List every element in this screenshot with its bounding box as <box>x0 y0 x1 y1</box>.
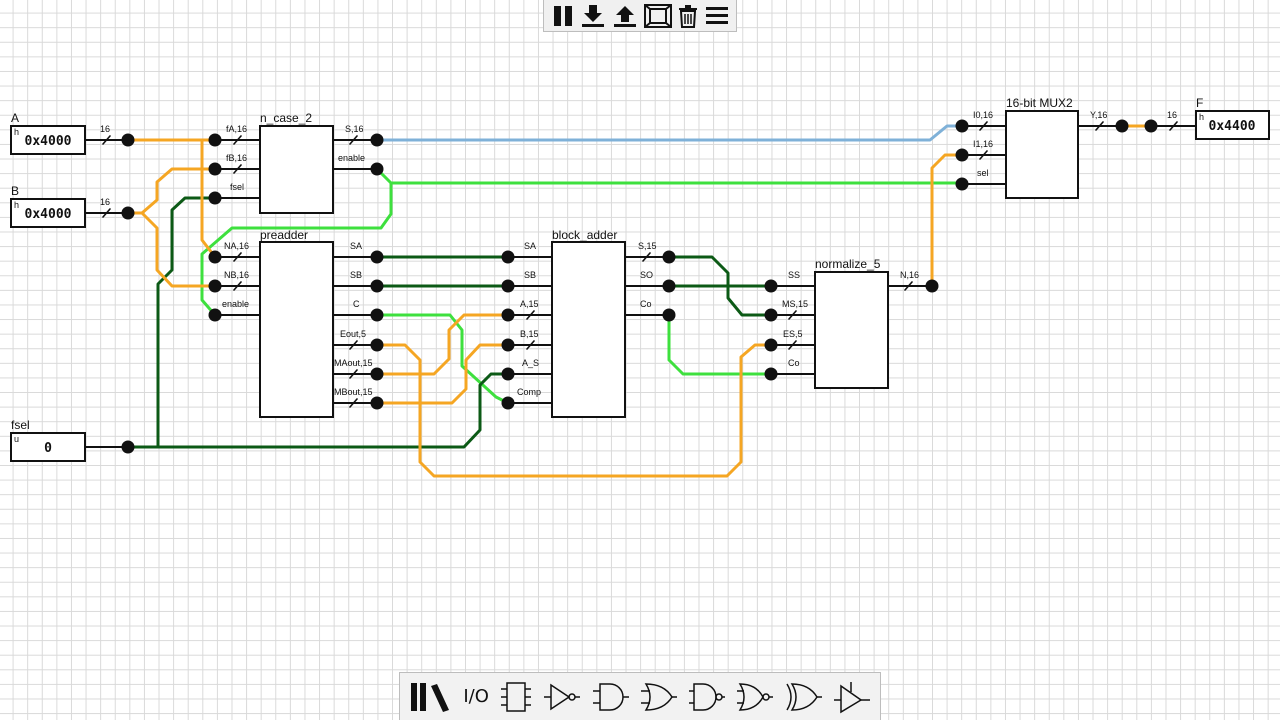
input-fsel[interactable]: fsel u 0 <box>10 418 86 462</box>
nand-gate-icon[interactable] <box>688 680 726 714</box>
pin-label: SA <box>524 241 536 251</box>
pin-label: MS,15 <box>782 299 808 309</box>
input-a-value[interactable]: 0x4000 <box>25 134 72 149</box>
block-preadder[interactable]: preadder NA,16 NB,16 enable SA SB C Eout… <box>222 228 373 418</box>
pin-label: enable <box>338 153 365 163</box>
output-f-radix: h <box>1199 112 1204 122</box>
io-button[interactable]: I/O <box>463 686 489 707</box>
block-adder-title: block_adder <box>552 228 617 242</box>
pin-label: Comp <box>517 387 541 397</box>
block-adder[interactable]: block_adder SA SB A,15 B,15 A_S Comp S,1… <box>517 228 657 418</box>
pin-label: A,15 <box>520 299 539 309</box>
input-b-name: B <box>11 184 19 198</box>
pin-label: MBout,15 <box>334 387 373 397</box>
nor-gate-icon[interactable] <box>736 680 774 714</box>
pin-label: NA,16 <box>224 241 249 251</box>
download-icon[interactable] <box>580 4 606 28</box>
block-mux[interactable]: 16-bit MUX2 I0,16 I1,16 sel Y,16 <box>973 96 1107 199</box>
wire-c-to-comp <box>375 313 510 405</box>
pin-label: Y,16 <box>1090 110 1107 120</box>
and-gate-icon[interactable] <box>592 680 630 714</box>
connection-dots <box>121 119 1158 454</box>
pin-label: A_S <box>522 358 539 368</box>
input-a-radix: h <box>14 127 19 137</box>
wire-ncase-s-to-mux-i0 <box>375 124 964 142</box>
input-a[interactable]: A h 0x4000 16 <box>10 111 110 155</box>
wire-fsel-main <box>126 372 510 449</box>
block-normalize-title: normalize_5 <box>815 257 881 271</box>
or-gate-icon[interactable] <box>640 680 678 714</box>
wire-co-to-normalize <box>667 313 773 376</box>
pin-label: MAout,15 <box>334 358 373 368</box>
pin-label: SA <box>350 241 362 251</box>
input-a-name: A <box>11 111 19 125</box>
input-b-value[interactable]: 0x4000 <box>25 207 72 222</box>
pin-label: N,16 <box>900 270 919 280</box>
upload-icon[interactable] <box>612 4 638 28</box>
wire-enable-to-mux-sel <box>375 167 964 185</box>
pin-label: fB,16 <box>226 153 247 163</box>
pin-label: C <box>353 299 360 309</box>
pause-icon[interactable] <box>551 4 575 28</box>
pin-label: fsel <box>230 182 244 192</box>
output-f-name: F <box>1196 96 1203 110</box>
pin-label: NB,16 <box>224 270 249 280</box>
pin-label: Co <box>788 358 800 368</box>
tristate-buffer-icon[interactable] <box>833 680 871 714</box>
block-normalize[interactable]: normalize_5 SS MS,15 ES,5 Co N,16 <box>782 257 919 389</box>
pin-label: enable <box>222 299 249 309</box>
pin-label: S,16 <box>345 124 364 134</box>
pin-label: I1,16 <box>973 139 993 149</box>
pin-label: SO <box>640 270 653 280</box>
input-fsel-radix: u <box>14 434 19 444</box>
bus-eout-to-es <box>375 343 773 478</box>
output-f[interactable]: F h 0x4400 16 <box>1167 96 1270 140</box>
component-toolbar: I/O <box>399 672 881 720</box>
input-b-radix: h <box>14 200 19 210</box>
pin-label: sel <box>977 168 989 178</box>
bus-b-to-na <box>140 211 217 288</box>
input-fsel-value[interactable]: 0 <box>44 441 52 456</box>
pin-label: fA,16 <box>226 124 247 134</box>
pin-label: Eout,5 <box>340 329 366 339</box>
block-preadder-title: preadder <box>260 228 308 242</box>
pin-label: SB <box>350 270 362 280</box>
input-fsel-name: fsel <box>11 418 30 432</box>
pin-label: SS <box>788 270 800 280</box>
bus-mbout-to-b15 <box>375 343 510 405</box>
block-n-case[interactable]: n_case_2 fA,16 fB,16 fsel S,16 enable <box>226 111 365 214</box>
output-f-width: 16 <box>1167 110 1177 120</box>
xor-gate-icon[interactable] <box>785 680 823 714</box>
chip-icon[interactable] <box>499 680 533 714</box>
input-a-width: 16 <box>100 124 110 134</box>
output-f-value: 0x4400 <box>1209 119 1256 134</box>
top-toolbar <box>543 0 737 32</box>
bus-maout-to-a15 <box>375 313 510 376</box>
trash-icon[interactable] <box>677 4 699 28</box>
input-b[interactable]: B h 0x4000 16 <box>10 184 110 228</box>
pin-label: Co <box>640 299 652 309</box>
bus-a-to-nb <box>200 138 217 259</box>
not-gate-icon[interactable] <box>543 680 581 714</box>
wire-enable-to-preadder <box>200 181 393 317</box>
bus-n-to-mux-i1 <box>930 153 964 288</box>
pin-label: SB <box>524 270 536 280</box>
block-mux-title: 16-bit MUX2 <box>1006 96 1073 110</box>
library-icon[interactable] <box>409 680 453 714</box>
pin-label: S,15 <box>638 241 657 251</box>
pin-label: ES,5 <box>783 329 803 339</box>
bus-b-split <box>126 167 217 215</box>
fit-screen-icon[interactable] <box>643 3 672 28</box>
pin-label: I0,16 <box>973 110 993 120</box>
input-b-width: 16 <box>100 197 110 207</box>
block-n-case-title: n_case_2 <box>260 111 312 125</box>
menu-icon[interactable] <box>705 4 729 28</box>
wire-fsel-to-ncase <box>156 196 217 449</box>
pin-label: B,15 <box>520 329 539 339</box>
